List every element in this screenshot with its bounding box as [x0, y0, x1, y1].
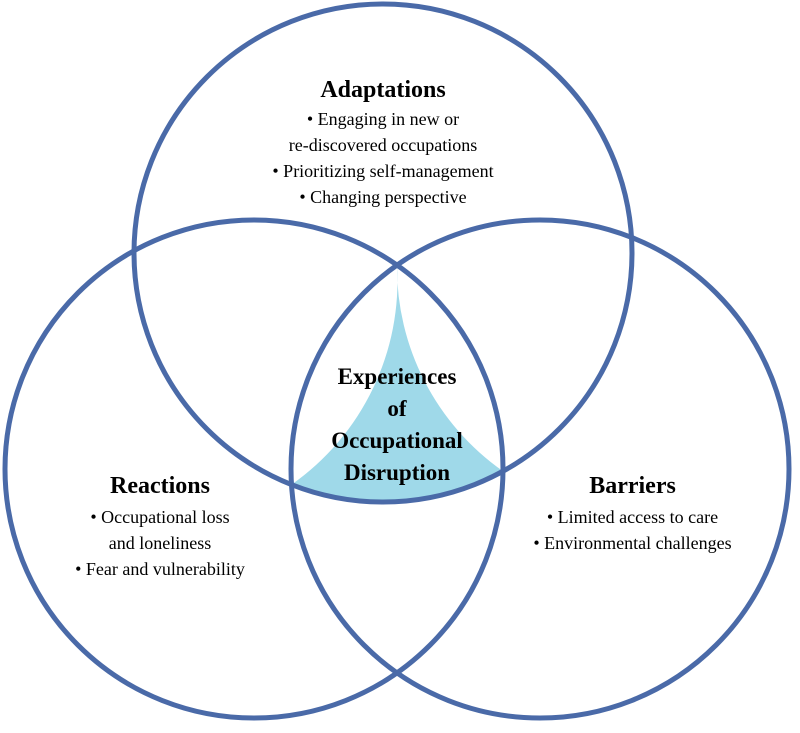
barriers-title: Barriers — [589, 473, 676, 499]
circle-barriers — [288, 217, 792, 721]
adaptations-block: Adaptations • Engaging in new or re-disc… — [233, 76, 533, 210]
adaptations-item: • Prioritizing self-management — [272, 161, 494, 181]
barriers-block: Barriers • Limited access to care • Envi… — [505, 472, 760, 556]
center-line: Disruption — [343, 460, 451, 485]
adaptations-item: re-discovered occupations — [288, 135, 478, 155]
barriers-item: • Environmental challenges — [533, 533, 732, 553]
reactions-item: • Fear and vulnerability — [75, 559, 245, 579]
center-line: of — [387, 396, 407, 421]
adaptations-item: • Changing perspective — [299, 187, 467, 207]
center-label-block: Experiences of Occupational Disruption — [297, 361, 497, 489]
center-line: Experiences — [337, 364, 457, 389]
reactions-block: Reactions • Occupational loss and loneli… — [40, 472, 280, 582]
reactions-item: and loneliness — [108, 533, 212, 553]
reactions-title: Reactions — [110, 473, 210, 499]
center-line: Occupational — [331, 428, 463, 453]
reactions-item: • Occupational loss — [90, 507, 230, 527]
circle-reactions — [2, 217, 506, 721]
barriers-item: • Limited access to care — [546, 507, 719, 527]
adaptations-item: • Engaging in new or — [306, 109, 460, 129]
center-intersection-region — [291, 265, 503, 502]
adaptations-title: Adaptations — [320, 77, 446, 103]
